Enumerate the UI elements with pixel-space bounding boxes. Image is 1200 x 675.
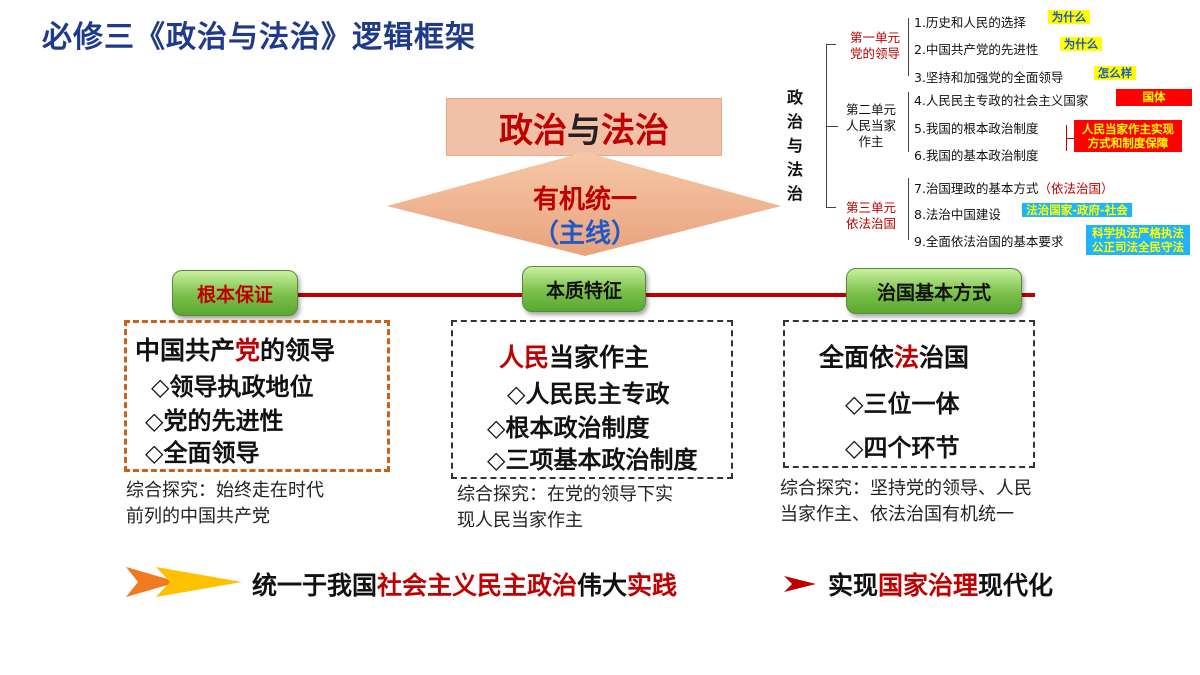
unity-diamond — [387, 152, 781, 256]
pillar-point: ◇人民民主专政 — [507, 380, 670, 408]
note-line: 综合探究：始终走在时代 — [126, 480, 324, 501]
pillar-heading: 中国共产党的领导 — [135, 331, 335, 367]
heading-part: 中国共产 — [135, 336, 236, 365]
unity-line2: （主线） — [532, 219, 637, 249]
outline-item: 5.我国的根本政治制度 — [914, 121, 1039, 136]
central-title-part2: 与 — [567, 110, 601, 151]
central-title-part1: 政治 — [499, 110, 567, 151]
heading-part: 治国 — [919, 343, 970, 372]
outline-item: 6.我国的基本政治制度 — [914, 148, 1039, 163]
central-title: 政治与法治 — [446, 98, 722, 156]
outline-bracket — [826, 44, 836, 45]
tag-line: 科学执法严格执法 — [1092, 226, 1184, 240]
pillar-note-party: 综合探究：始终走在时代 前列的中国共产党 — [126, 478, 324, 530]
outline-item: 8.法治中国建设 — [914, 207, 1001, 222]
unit-line: 党的领导 — [849, 46, 900, 61]
pillar-heading: 人民当家作主 — [499, 338, 649, 374]
pillar-label-essence: 本质特征 — [522, 266, 646, 312]
tag-why: 为什么 — [1048, 10, 1090, 24]
bottom-highlight: 社会主义民主政治 — [377, 571, 578, 600]
item-suffix: （依法治国） — [1038, 181, 1114, 196]
bottom-statement-unity: 统一于我国社会主义民主政治伟大实践 — [252, 566, 677, 602]
bottom-statement-modernization: 实现国家治理现代化 — [828, 566, 1053, 602]
tag-rule-of-law: 法治国家-政府-社会 — [1022, 203, 1132, 217]
unit-line: 作主 — [858, 134, 884, 149]
tag-people-guarantee: 人民当家作主实现 方式和制度保障 — [1074, 120, 1182, 152]
pillar-point: ◇三位一体 — [845, 390, 960, 418]
unit-line: 人民当家 — [845, 118, 896, 133]
pillar-label-guarantee: 根本保证 — [172, 270, 298, 316]
outline-item: 7.治国理政的基本方式（依法治国） — [914, 178, 1113, 197]
pillar-point: ◇四个环节 — [845, 434, 960, 462]
unity-text: 有机统一 （主线） — [470, 183, 700, 251]
outline-item: 4.人民民主专政的社会主义国家 — [914, 93, 1089, 108]
bottom-highlight: 国家治理 — [878, 571, 979, 600]
pillar-point: ◇领导执政地位 — [151, 373, 314, 401]
bottom-text: 现代化 — [978, 571, 1054, 600]
note-line: 前列的中国共产党 — [126, 506, 270, 527]
pillar-box-law: 全面依法治国 ◇三位一体 ◇四个环节 — [783, 320, 1035, 468]
outline-bracket — [826, 126, 838, 127]
heading-highlight: 人民 — [499, 343, 550, 372]
unit-line: 第三单元 — [845, 200, 896, 215]
outline-root: 政治与法治 — [786, 88, 803, 203]
item-text: 7.治国理政的基本方式 — [914, 181, 1039, 196]
heading-part: 的领导 — [260, 336, 336, 365]
unit-line: 第二单元 — [845, 102, 896, 117]
tag-line: 方式和制度保障 — [1087, 136, 1169, 150]
unit-bracket — [908, 178, 909, 240]
double-arrow-icon — [126, 567, 242, 597]
pillar-label-governance: 治国基本方式 — [846, 268, 1022, 314]
tag-why: 为什么 — [1060, 37, 1102, 51]
heading-part: 全面依 — [819, 343, 895, 372]
pillar-note-people: 综合探究：在党的领导下实 现人民当家作主 — [457, 482, 673, 534]
pillar-box-party: 中国共产党的领导 ◇领导执政地位 ◇党的先进性 ◇全面领导 — [124, 320, 390, 472]
outline-bracket — [826, 207, 836, 208]
pillar-point: ◇根本政治制度 — [487, 414, 650, 442]
tag-line: 公正司法全民守法 — [1092, 240, 1184, 254]
outline-unit-2: 第二单元 人民当家 作主 — [836, 102, 906, 150]
outline-item: 9.全面依法治国的基本要求 — [914, 234, 1064, 249]
tag-bracket — [1066, 138, 1074, 139]
unit-bracket — [908, 18, 909, 76]
bottom-highlight: 实践 — [627, 571, 678, 600]
unit-line: 第一单元 — [849, 30, 900, 45]
tag-line: 人民当家作主实现 — [1082, 122, 1174, 136]
tag-state-system: 国体 — [1116, 89, 1192, 106]
bottom-text: 实现 — [828, 571, 879, 600]
outline-unit-3: 第三单元 依法治国 — [836, 200, 906, 232]
note-line: 综合探究：在党的领导下实 — [457, 484, 673, 505]
pillar-heading: 全面依法治国 — [819, 338, 969, 374]
bottom-text: 伟大 — [577, 571, 628, 600]
tag-how: 怎么样 — [1094, 66, 1136, 80]
pillar-point: ◇三项基本政治制度 — [487, 446, 698, 474]
outline-item: 3.坚持和加强党的全面领导 — [914, 70, 1064, 85]
note-line: 综合探究：坚持党的领导、人民 — [780, 478, 1032, 499]
pillar-point: ◇党的先进性 — [145, 407, 284, 435]
pillar-point: ◇全面领导 — [145, 439, 260, 467]
bottom-text: 统一于我国 — [252, 571, 378, 600]
unity-line1: 有机统一 — [532, 185, 637, 215]
note-line: 现人民当家作主 — [457, 510, 583, 531]
tag-requirements: 科学执法严格执法 公正司法全民守法 — [1086, 225, 1190, 255]
pillar-note-law: 综合探究：坚持党的领导、人民 当家作主、依法治国有机统一 — [780, 476, 1032, 528]
note-line: 当家作主、依法治国有机统一 — [780, 504, 1014, 525]
unit-line: 依法治国 — [845, 216, 896, 231]
heading-part: 当家作主 — [549, 343, 650, 372]
central-title-part3: 法治 — [601, 110, 669, 151]
heading-highlight: 法 — [894, 343, 920, 372]
arrow-right-icon — [784, 576, 816, 592]
outline-unit-1: 第一单元 党的领导 — [840, 30, 910, 62]
heading-highlight: 党 — [235, 336, 261, 365]
outline-item: 2.中国共产党的先进性 — [914, 42, 1039, 57]
outline-item: 1.历史和人民的选择 — [914, 15, 1026, 30]
page-title: 必修三《政治与法治》逻辑框架 — [42, 20, 476, 55]
unit-bracket — [908, 92, 909, 152]
pillar-box-people: 人民当家作主 ◇人民民主专政 ◇根本政治制度 ◇三项基本政治制度 — [451, 320, 733, 479]
